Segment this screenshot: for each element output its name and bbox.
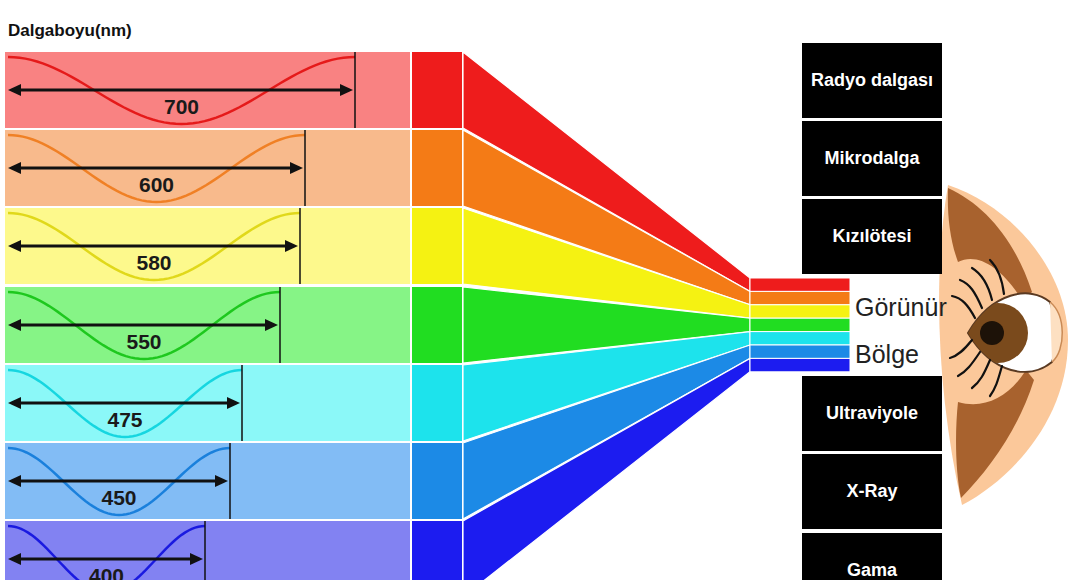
wavelength-end-mark (304, 130, 306, 206)
spectrum-box: X-Ray (802, 454, 942, 529)
wavelength-end-mark (204, 521, 206, 580)
wave-line (8, 292, 280, 359)
dimension-arrow (16, 558, 197, 561)
wavelength-value: 580 (136, 252, 171, 273)
spectrum-name: Ultraviyole (826, 404, 918, 424)
color-strip (412, 443, 462, 519)
label-holder: Görünür Bölge (855, 284, 955, 378)
dimension-arrow (16, 167, 297, 170)
arrow-head (8, 553, 21, 565)
arrow-head (227, 397, 240, 409)
diagram-title: Dalgaboyu(nm) (8, 21, 132, 41)
wavelength-end-mark (241, 365, 243, 441)
spectrum-box: Mikrodalga (802, 121, 942, 196)
wave-figure (5, 287, 410, 363)
wavelength-end-mark (299, 208, 301, 284)
visible-stripe (750, 358, 850, 371)
dimension-arrow (16, 245, 292, 248)
eye-illustration (939, 185, 1068, 505)
arrow-head (340, 84, 353, 96)
wavelength-band: 600 (5, 130, 410, 206)
wavelength-end-mark (229, 443, 231, 519)
spectrum-name: X-Ray (846, 482, 897, 502)
wave-line (8, 57, 355, 124)
iris (968, 303, 1028, 363)
eyelashes (950, 260, 1004, 396)
wave-figure (5, 521, 410, 580)
visible-stripe (750, 278, 850, 291)
color-strip (412, 208, 462, 284)
dimension-arrow (16, 89, 347, 92)
dimension-arrow (16, 480, 222, 483)
spectrum-box: Kızılötesi (802, 199, 942, 274)
wave-figure (5, 130, 410, 206)
wavelength-value: 550 (126, 331, 161, 352)
arrow-head (265, 319, 278, 331)
title-holder: Dalgaboyu(nm) (8, 21, 132, 41)
color-strip (412, 130, 462, 206)
region-label: Görünür Bölge (855, 284, 955, 378)
spectrum-name: Mikrodalga (824, 149, 919, 169)
wavelength-value: 400 (89, 565, 124, 580)
wave-figure (5, 443, 410, 519)
arrow-head (8, 84, 21, 96)
fan-wedge (463, 345, 750, 519)
skin (939, 185, 1068, 505)
spectrum-box: Gama (802, 533, 942, 580)
arrow-head (8, 319, 21, 331)
wavelength-band: 580 (5, 208, 410, 284)
wavelength-band: 400 (5, 521, 410, 580)
arrow-head (8, 240, 21, 252)
visible-stripe (750, 305, 850, 318)
wavelength-value: 450 (101, 487, 136, 508)
color-strip (412, 365, 462, 441)
dimension-arrow (16, 324, 272, 327)
arrow-head (8, 162, 21, 174)
arrow-head (8, 475, 21, 487)
spectrum-box: Ultraviyole (802, 376, 942, 451)
wavelength-end-mark (279, 287, 281, 363)
wavelength-value: 700 (164, 96, 199, 117)
fan-wedge (463, 358, 750, 580)
wave-figure (5, 52, 410, 128)
wavelength-band: 550 (5, 287, 410, 363)
spectrum-name: Gama (847, 561, 897, 580)
wave-figure (5, 208, 410, 284)
cornea (1050, 302, 1062, 362)
wave-figure (5, 365, 410, 441)
wave-line (8, 370, 242, 437)
wavelength-end-mark (354, 52, 356, 128)
wave-line (8, 448, 230, 515)
spectrum-name: Kızılötesi (832, 227, 911, 247)
wave-line (8, 135, 305, 202)
spectrum-box: Radyo dalgası (802, 43, 942, 118)
color-strip (412, 52, 462, 128)
arrow-head (290, 162, 303, 174)
visible-stripe (750, 318, 850, 331)
dimension-arrow (16, 402, 234, 405)
wavelength-value: 600 (139, 174, 174, 195)
wavelength-band: 700 (5, 52, 410, 128)
color-strip (412, 287, 462, 363)
arrow-head (190, 553, 203, 565)
visible-stripe (750, 291, 850, 304)
wave-line (8, 213, 300, 280)
spectrum-name: Radyo dalgası (811, 71, 933, 91)
wavelength-band: 475 (5, 365, 410, 441)
wavelength-band: 450 (5, 443, 410, 519)
visible-stripe (750, 345, 850, 358)
wave-line (8, 526, 205, 580)
visible-stripe (750, 332, 850, 345)
arrow-head (8, 397, 21, 409)
arrow-head (215, 475, 228, 487)
pupil (980, 321, 1004, 345)
color-fan (412, 52, 850, 580)
wavelength-value: 475 (107, 409, 142, 430)
upper-lid-shadow (948, 188, 1032, 300)
color-strip (412, 521, 462, 580)
arrow-head (285, 240, 298, 252)
